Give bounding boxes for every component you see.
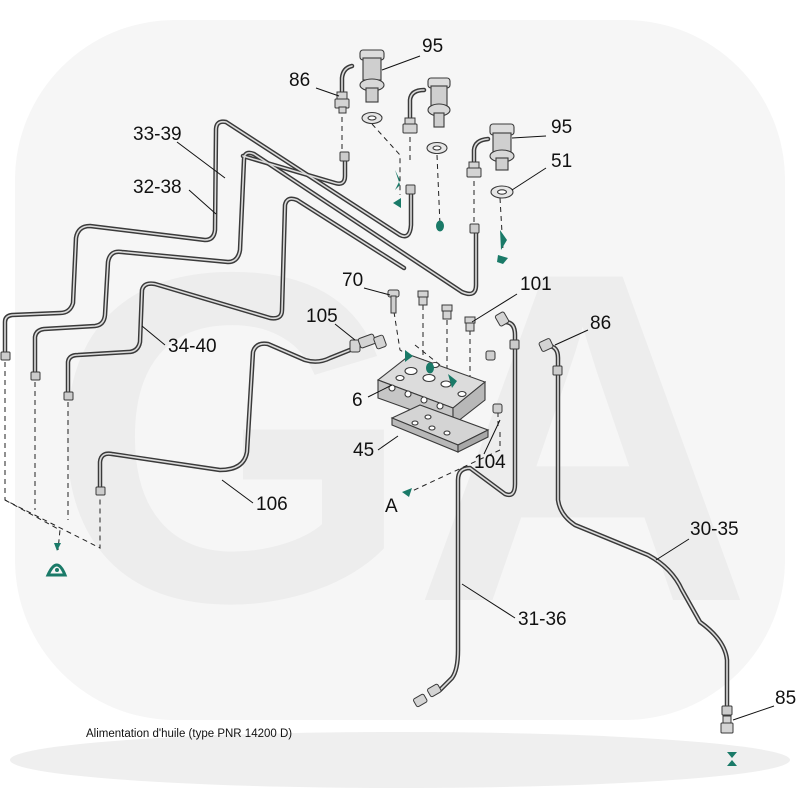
accent-markers xyxy=(54,170,737,766)
washer-top-1 xyxy=(361,111,383,125)
leader-lines xyxy=(141,55,775,721)
callout-33-39: 33-39 xyxy=(133,124,182,145)
elbow-fitting-105 xyxy=(349,333,387,353)
union-fitting-85 xyxy=(720,715,734,734)
base-plate-45 xyxy=(390,404,490,453)
callout-51: 51 xyxy=(551,151,572,172)
end-fitting-31-36 xyxy=(413,683,442,708)
elbow-fitting-101 xyxy=(494,311,510,327)
callout-A: A xyxy=(385,496,398,517)
callout-31-36: 31-36 xyxy=(518,609,567,630)
plug-104 xyxy=(492,403,503,414)
callout-30-35: 30-35 xyxy=(690,519,739,540)
callout-labels: 95 86 95 51 33-39 32-38 70 101 105 86 34… xyxy=(133,36,796,709)
union-fitting-95b-lower xyxy=(402,117,418,134)
callout-32-38: 32-38 xyxy=(133,177,182,198)
stud-fittings-block xyxy=(417,290,476,332)
plug-block-top xyxy=(485,350,496,361)
diagram-caption: Alimentation d'huile (type PNR 14200 D) xyxy=(86,728,292,740)
callout-34-40: 34-40 xyxy=(168,336,217,357)
watermark-text: GA xyxy=(48,175,753,700)
callout-105: 105 xyxy=(306,306,338,327)
callout-95-top: 95 xyxy=(422,36,443,57)
callout-6: 6 xyxy=(352,390,363,411)
elbow-fitting-86-right xyxy=(538,338,554,352)
pipe-nuts xyxy=(0,151,733,716)
callout-45: 45 xyxy=(353,440,374,461)
washer-top-2 xyxy=(426,141,448,155)
callout-85: 85 xyxy=(775,688,796,709)
union-fitting-86-top xyxy=(334,91,350,114)
washer-51 xyxy=(490,185,514,199)
callout-101: 101 xyxy=(520,274,552,295)
callout-104: 104 xyxy=(474,452,506,473)
callout-86-top: 86 xyxy=(289,70,310,91)
rotation-symbol xyxy=(45,563,68,577)
callout-106: 106 xyxy=(256,494,288,515)
banjo-bolt-95-c xyxy=(489,123,515,171)
banjo-bolt-95-b xyxy=(427,77,451,128)
callout-86-right: 86 xyxy=(590,313,611,334)
screw-70 xyxy=(387,289,400,314)
callout-95-right: 95 xyxy=(551,117,572,138)
banjo-bolt-95-a xyxy=(359,49,385,103)
union-fitting-95c-lower xyxy=(466,161,482,178)
callout-70: 70 xyxy=(342,270,363,291)
